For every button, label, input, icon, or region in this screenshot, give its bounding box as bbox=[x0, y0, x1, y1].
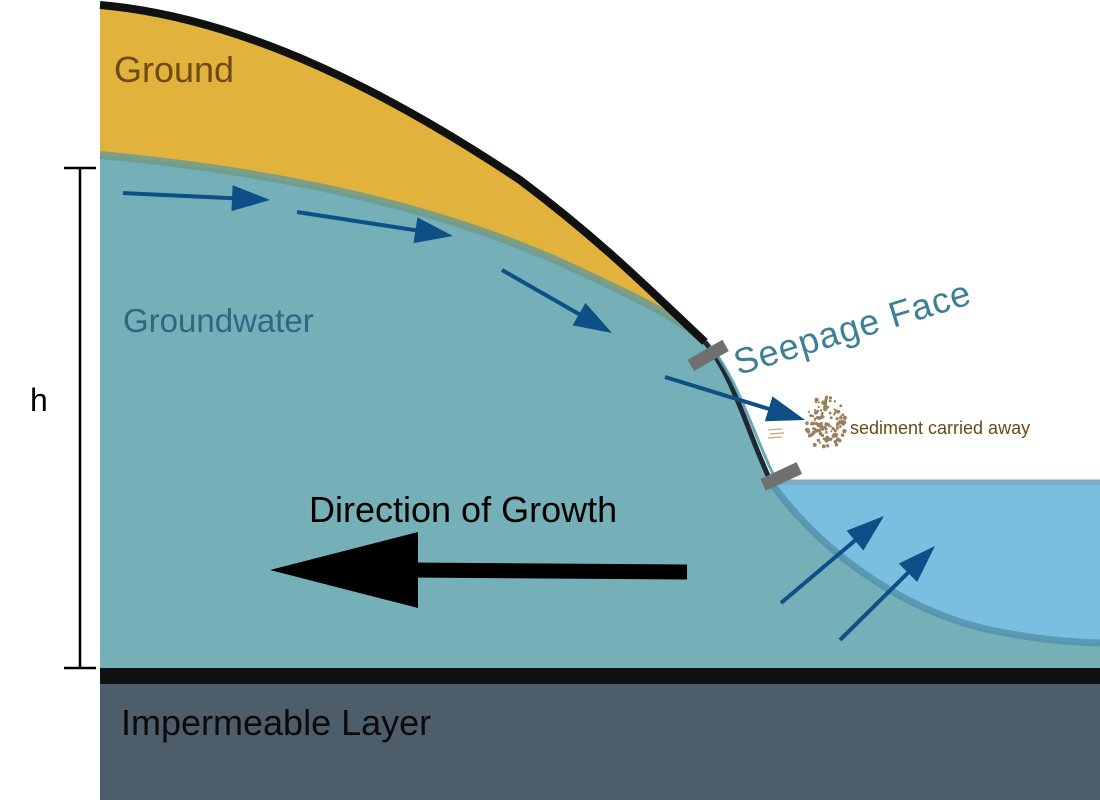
sediment-streaks-icon bbox=[767, 428, 785, 439]
ground-surface-line bbox=[99, 1, 708, 345]
flow-arrow-icon bbox=[664, 375, 805, 422]
flow-arrow-icon bbox=[838, 546, 935, 642]
groundwater-region bbox=[100, 155, 1100, 668]
direction-of-growth-label: Direction of Growth bbox=[309, 489, 618, 530]
ground-label: Ground bbox=[114, 49, 235, 90]
impermeable-layer bbox=[100, 683, 1100, 800]
height-label: h bbox=[30, 382, 48, 418]
impermeable-layer-label: Impermeable Layer bbox=[121, 702, 432, 743]
pool-water bbox=[772, 484, 1100, 643]
sediment-particles-icon bbox=[804, 395, 847, 449]
flow-arrow-icon bbox=[122, 185, 270, 212]
flow-arrow-icon bbox=[296, 210, 453, 244]
seepage-bottom-marker bbox=[760, 462, 803, 491]
seepage-top-marker bbox=[687, 339, 729, 372]
submerged-bank-line bbox=[769, 481, 1100, 647]
seepage-face-wet-line bbox=[708, 345, 779, 483]
impermeable-boundary-line bbox=[100, 668, 1100, 684]
groundwater-label: Groundwater bbox=[123, 302, 314, 339]
height-dimension bbox=[64, 166, 96, 670]
large-left-arrow-icon bbox=[270, 532, 688, 608]
flow-arrows bbox=[122, 185, 935, 642]
flow-arrow-icon bbox=[779, 516, 884, 605]
flow-arrow-icon bbox=[501, 268, 612, 333]
sediment-label: sediment carried away bbox=[850, 418, 1031, 438]
water-table-line bbox=[99, 151, 708, 345]
